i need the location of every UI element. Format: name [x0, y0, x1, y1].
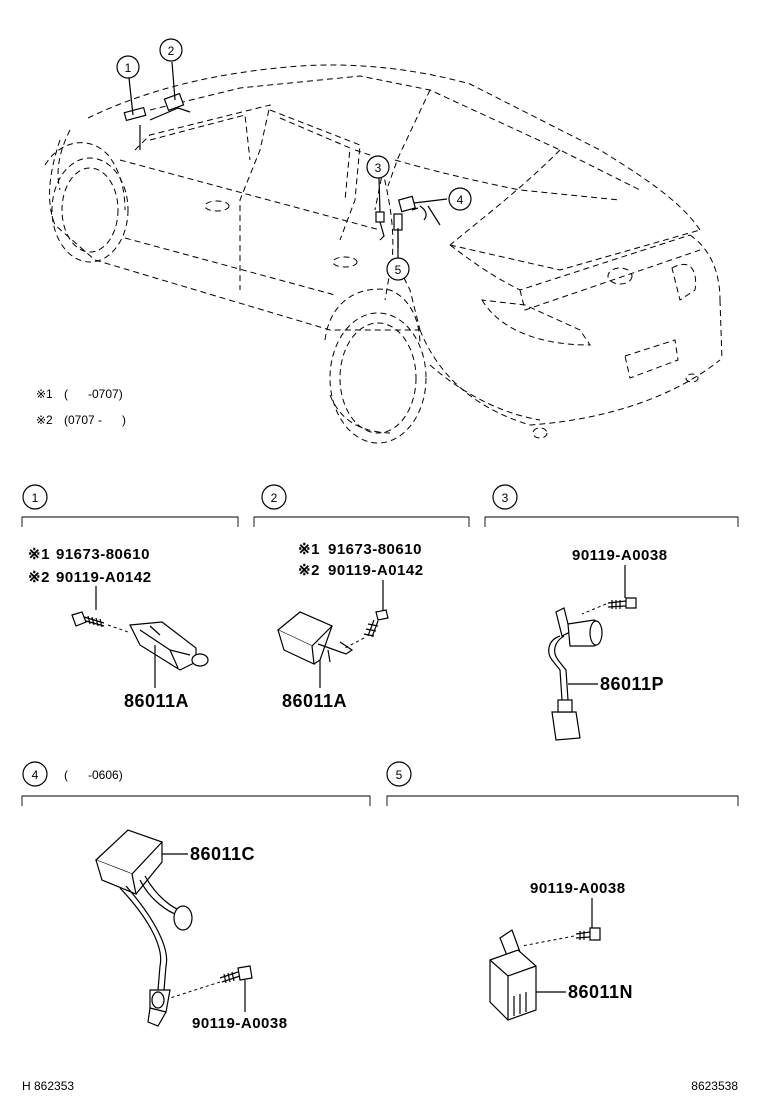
section-3: 3 90119-A0038 86011P: [484, 484, 739, 741]
section-5-sensor-icon: [489, 929, 537, 1021]
section-3-bolt-icon: [607, 597, 637, 609]
applicability-notes: ※1 ( -0707) ※2 (0707 - ): [36, 387, 126, 427]
section-1-note-1-mark: ※1: [28, 546, 50, 563]
section-4-bolt-icon: [219, 965, 253, 984]
section-4: 4 ( -0606) 86011C 90119-A0038: [21, 761, 371, 1032]
note-2-range: (0707 - ): [64, 413, 126, 427]
footer-right-code: 8623538: [691, 1079, 738, 1093]
section-1-number: 1: [32, 491, 39, 505]
section-2-number: 2: [271, 491, 278, 505]
section-1-note-2-mark: ※2: [28, 569, 50, 586]
callout-4: 4: [448, 187, 472, 211]
section-1: 1 ※1 91673-80610 ※2 90119-A0142 86011A: [21, 484, 239, 711]
section-1-bolt-part-1: 91673-80610: [56, 546, 150, 563]
section-2-bolt-icon: [363, 609, 389, 638]
callout-2-label: 2: [168, 44, 175, 58]
section-4-sensor-icon: [94, 829, 193, 1027]
section-1-bolt-icon: [71, 611, 105, 628]
section-2-bolt-part-2: 90119-A0142: [328, 562, 424, 579]
section-5-bolt-part: 90119-A0038: [530, 880, 626, 897]
section-1-part-number: 86011A: [124, 691, 189, 711]
section-3-sensor-icon: [548, 607, 603, 741]
section-4-number: 4: [32, 768, 39, 782]
section-3-number: 3: [502, 491, 509, 505]
section-5-bolt-icon: [575, 927, 601, 941]
section-2-note-1-mark: ※1: [298, 541, 320, 558]
section-1-bolt-part-2: 90119-A0142: [56, 569, 152, 586]
note-1-mark: ※1: [36, 387, 53, 401]
callout-1-label: 1: [125, 61, 132, 75]
section-2: 2 ※1 91673-80610 ※2 90119-A0142 86011A: [253, 484, 470, 711]
section-2-sensor-icon: [276, 611, 354, 665]
section-3-bolt-part: 90119-A0038: [572, 547, 668, 564]
section-2-part-number: 86011A: [282, 691, 347, 711]
callout-5: 5: [386, 257, 410, 281]
section-3-part-number: 86011P: [600, 674, 664, 694]
callout-2: 2: [159, 38, 183, 62]
section-5-part-number: 86011N: [568, 982, 633, 1002]
section-5: 5 90119-A0038 86011N: [386, 761, 739, 1021]
callout-5-label: 5: [395, 263, 402, 277]
section-5-number: 5: [396, 768, 403, 782]
callout-3-label: 3: [375, 161, 382, 175]
car-overview-illustration: 1 2 3 4 5: [44, 38, 723, 444]
footer-left-code: H 862353: [22, 1079, 74, 1093]
section-2-note-2-mark: ※2: [298, 562, 320, 579]
section-4-bolt-part: 90119-A0038: [192, 1015, 288, 1032]
callout-3: 3: [366, 155, 390, 179]
callout-1: 1: [116, 55, 140, 79]
note-1-range: ( -0707): [64, 387, 123, 401]
section-4-range: ( -0606): [64, 768, 123, 782]
note-2-mark: ※2: [36, 413, 53, 427]
callout-4-label: 4: [457, 193, 464, 207]
section-4-part-number: 86011C: [190, 844, 255, 864]
section-1-sensor-icon: [129, 621, 209, 671]
section-2-bolt-part-1: 91673-80610: [328, 541, 422, 558]
